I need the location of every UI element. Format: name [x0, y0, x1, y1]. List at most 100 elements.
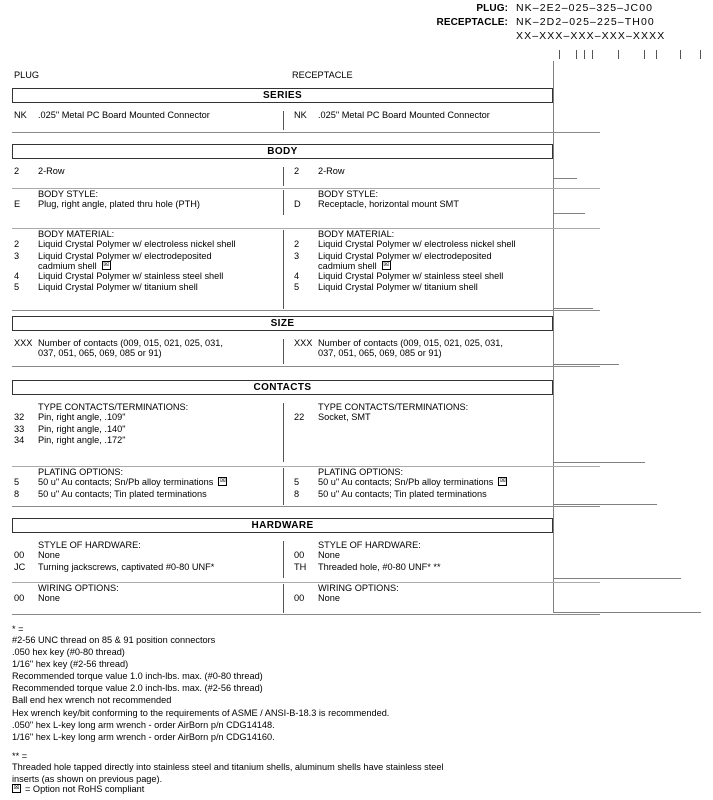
- body-body-material-plug-1-code: 3: [14, 250, 20, 261]
- body-body-material-plug-3-option[interactable]: 5 Liquid Crystal Polymer w/ titanium shel…: [12, 282, 283, 294]
- body-row-count-recep-0-description: 2-Row: [318, 166, 345, 176]
- body-body-material-recep-1-option[interactable]: 3 Liquid Crystal Polymer w/ electrodeposi…: [292, 251, 562, 271]
- series-series-codes-plug-0-option[interactable]: NK.025" Metal PC Board Mounted Connector: [12, 110, 283, 122]
- section-header-body: BODY: [12, 144, 553, 159]
- hardware-style-of-hardware-recep-title: STYLE OF HARDWARE:: [318, 540, 421, 550]
- column-divider: [283, 190, 284, 215]
- hardware-wiring-options-plug-0-description: None: [38, 593, 60, 603]
- footnote-0: * =#2-56 UNC thread on 85 & 91 position …: [12, 624, 612, 743]
- footnote-0-line-8: 1/16" hex L-key long arm wrench - order …: [12, 731, 275, 742]
- footnote-0-line-0: #2-56 UNC thread on 85 & 91 position con…: [12, 635, 216, 645]
- size-contact-count-recep-0-description: Number of contacts (009, 015, 021, 025, …: [318, 338, 503, 358]
- column-divider: [283, 167, 284, 186]
- body-body-style-plug-title: BODY STYLE:: [38, 189, 99, 199]
- hardware-style-of-hardware-recep-0-description: None: [318, 550, 340, 560]
- body-body-material-plug-title: BODY MATERIAL:: [38, 229, 115, 239]
- body-body-material-plug-0-code: 2: [14, 239, 20, 249]
- body-body-material-recep-3-code: 5: [294, 282, 300, 293]
- body-body-material-recep-title: BODY MATERIAL:: [318, 229, 395, 239]
- body-row-count-recep-0-option[interactable]: 2 2-Row: [292, 166, 562, 178]
- body-body-material-recep-0-option[interactable]: 2 Liquid Crystal Polymer w/ electroless n…: [292, 239, 562, 251]
- body-row-count-recep-0-code: 2: [294, 166, 300, 176]
- body-body-material-recep-0-description: Liquid Crystal Polymer w/ electroless ni…: [318, 239, 516, 249]
- footnote-1-body: Threaded hole tapped directly into stain…: [12, 761, 612, 785]
- footnote-0-line-7: .050" hex L-key long arm wrench - order …: [12, 719, 275, 730]
- part-number-tick-3: [592, 50, 593, 59]
- part-number-tick-5: [644, 50, 645, 59]
- part-number-tick-4: [618, 50, 619, 59]
- contacts-type-contacts-plug-title: TYPE CONTACTS/TERMINATIONS:: [38, 402, 189, 412]
- body-body-material-recep-3-option[interactable]: 5 Liquid Crystal Polymer w/ titanium shel…: [292, 282, 562, 294]
- section-rule-body: [12, 310, 600, 311]
- section-rule-size: [12, 366, 600, 367]
- body-body-material-recep-1-description-cont: cadmium shell☒: [318, 260, 391, 271]
- rohs-not-compliant-icon: ☒: [218, 477, 228, 487]
- body-body-material-plug-3-description: Liquid Crystal Polymer w/ titanium shell: [38, 282, 198, 293]
- body-body-material-plug-3-code: 5: [14, 282, 20, 293]
- body-body-material-recep-1-code: 3: [294, 250, 300, 261]
- contacts-type-contacts-plug-0-code: 32: [14, 412, 25, 422]
- body-body-material-plug-0-option[interactable]: 2 Liquid Crystal Polymer w/ electroless n…: [12, 239, 283, 251]
- body-body-material-recep-1-description: Liquid Crystal Polymer w/ electrodeposit…: [318, 250, 492, 271]
- body-body-material-plug-2-description: Liquid Crystal Polymer w/ stainless stee…: [38, 270, 224, 281]
- contacts-plating-options-plug-0-description: 50 u" Au contacts; Sn/Pb alloy terminati…: [38, 477, 228, 487]
- contacts-type-contacts-recep-0-description: Socket, SMT: [318, 412, 371, 422]
- column-divider: [283, 111, 284, 130]
- series-series-codes-plug: NK.025" Metal PC Board Mounted Connector: [12, 110, 283, 122]
- part-number-tick-1: [576, 50, 577, 59]
- body-body-material-recep-3-description: Liquid Crystal Polymer w/ titanium shell: [318, 282, 478, 293]
- column-divider: [283, 584, 284, 613]
- hardware-wiring-options-recep-0-code: 00: [294, 593, 305, 603]
- column-divider: [283, 339, 284, 364]
- rohs-legend: ☒= Option not RoHS compliant: [12, 784, 144, 794]
- part-number-tick-2: [584, 50, 585, 59]
- contacts-plating-options-recep-1-description: 50 u" Au contacts; Tin plated terminatio…: [318, 488, 487, 499]
- part-number-value-receptacle: NK–2D2–025–225–TH00: [516, 16, 655, 28]
- contacts-plating-options-plug-1-code: 8: [14, 488, 20, 499]
- section-header-series: SERIES: [12, 88, 553, 103]
- part-number-value-plug: NK–2E2–025–325–JC00: [516, 2, 654, 14]
- contacts-type-contacts-plug-1-description: Pin, right angle, .140": [38, 423, 126, 434]
- body-body-style-recep-0-description: Receptacle, horizontal mount SMT: [318, 199, 459, 209]
- series-series-codes-recep-0-option[interactable]: NK.025" Metal PC Board Mounted Connector: [292, 110, 562, 122]
- series-series-codes-plug-0-description: .025" Metal PC Board Mounted Connector: [38, 110, 210, 120]
- footnote-1-line-0: Threaded hole tapped directly into stain…: [12, 761, 444, 772]
- column-caption-receptacle: RECEPTACLE: [292, 70, 353, 80]
- section-header-contacts: CONTACTS: [12, 380, 553, 395]
- part-number-row-receptacle: RECEPTACLE: NK–2D2–025–225–TH00: [400, 16, 713, 30]
- body-body-material-plug-0-description: Liquid Crystal Polymer w/ electroless ni…: [38, 239, 236, 249]
- part-number-tick-0: [559, 50, 560, 59]
- body-body-material-recep-0-code: 2: [294, 239, 300, 249]
